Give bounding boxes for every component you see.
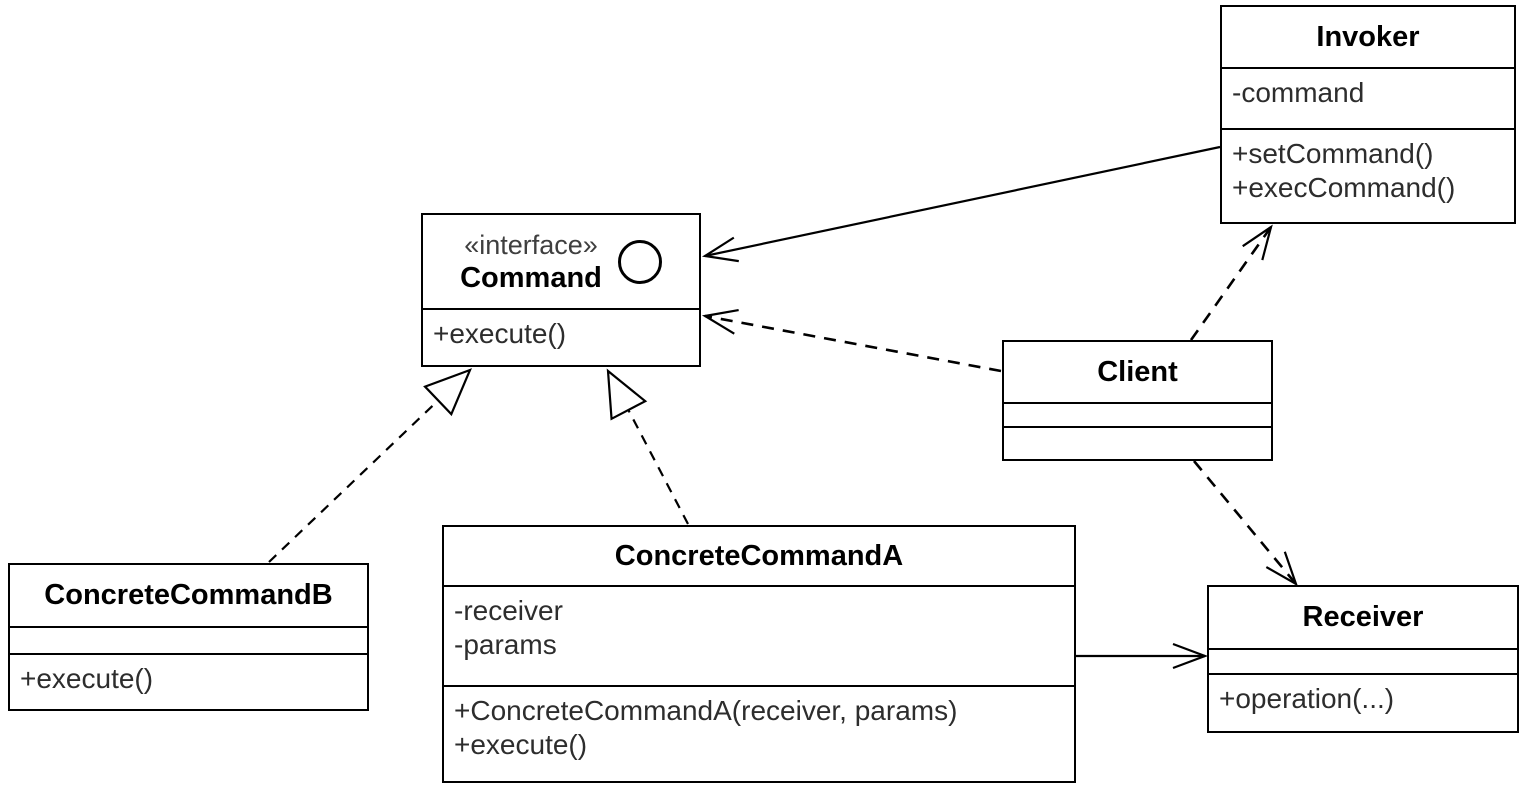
edge-concretecommanda-command-realization[interactable] [606,368,689,525]
edge-client-receiver-dependency[interactable] [1192,460,1298,587]
interface-name-block: «interface» Command [460,229,602,295]
methods-compartment: +execute() [10,655,367,709]
class-box-concretecommandb[interactable]: ConcreteCommandB +execute() [8,563,369,711]
methods-compartment: +operation(...) [1209,675,1517,731]
attribute-line: -params [454,629,557,660]
class-title-invoker: Invoker [1222,7,1514,69]
class-box-invoker[interactable]: Invoker -command +setCommand() +execComm… [1220,5,1516,224]
method-line: +execute() [433,318,567,349]
class-title-receiver: Receiver [1209,587,1517,650]
attribute-line: -command [1232,77,1365,108]
class-box-receiver[interactable]: Receiver +operation(...) [1207,585,1519,733]
methods-compartment: +setCommand() +execCommand() [1222,130,1514,222]
class-box-command-interface[interactable]: «interface» Command +execute() [421,213,701,367]
attributes-compartment: -command [1222,69,1514,130]
method-line: +setCommand() [1232,138,1434,169]
class-title-concretecommandb: ConcreteCommandB [10,565,367,628]
edge-invoker-command-association[interactable] [701,145,1221,263]
class-box-concretecommanda[interactable]: ConcreteCommandA -receiver -params +Conc… [442,525,1076,783]
method-line: +execCommand() [1232,172,1456,203]
interface-stereotype: «interface» [464,229,598,260]
methods-compartment: +execute() [423,310,699,365]
attributes-compartment: -receiver -params [444,587,1074,687]
attribute-line: -receiver [454,595,563,626]
class-title-client: Client [1004,342,1271,404]
class-box-client[interactable]: Client [1002,340,1273,461]
attributes-compartment-empty [1209,650,1517,675]
edge-client-command-dependency[interactable] [701,308,1002,373]
method-line: +execute() [20,663,154,694]
attributes-compartment-empty [1004,404,1271,428]
method-line: +execute() [454,729,588,760]
method-line: +operation(...) [1219,683,1395,714]
attributes-compartment-empty [10,628,367,655]
class-title-command: «interface» Command [423,215,699,310]
method-line: +ConcreteCommandA(receiver, params) [454,695,958,726]
class-title-concretecommanda: ConcreteCommandA [444,527,1074,587]
edge-client-invoker-dependency[interactable] [1189,224,1273,341]
methods-compartment-empty [1004,428,1271,459]
methods-compartment: +ConcreteCommandA(receiver, params) +exe… [444,687,1074,781]
class-name: Command [460,261,602,294]
edge-concretecommandb-command-realization[interactable] [268,368,473,563]
interface-circle-icon [617,239,662,284]
